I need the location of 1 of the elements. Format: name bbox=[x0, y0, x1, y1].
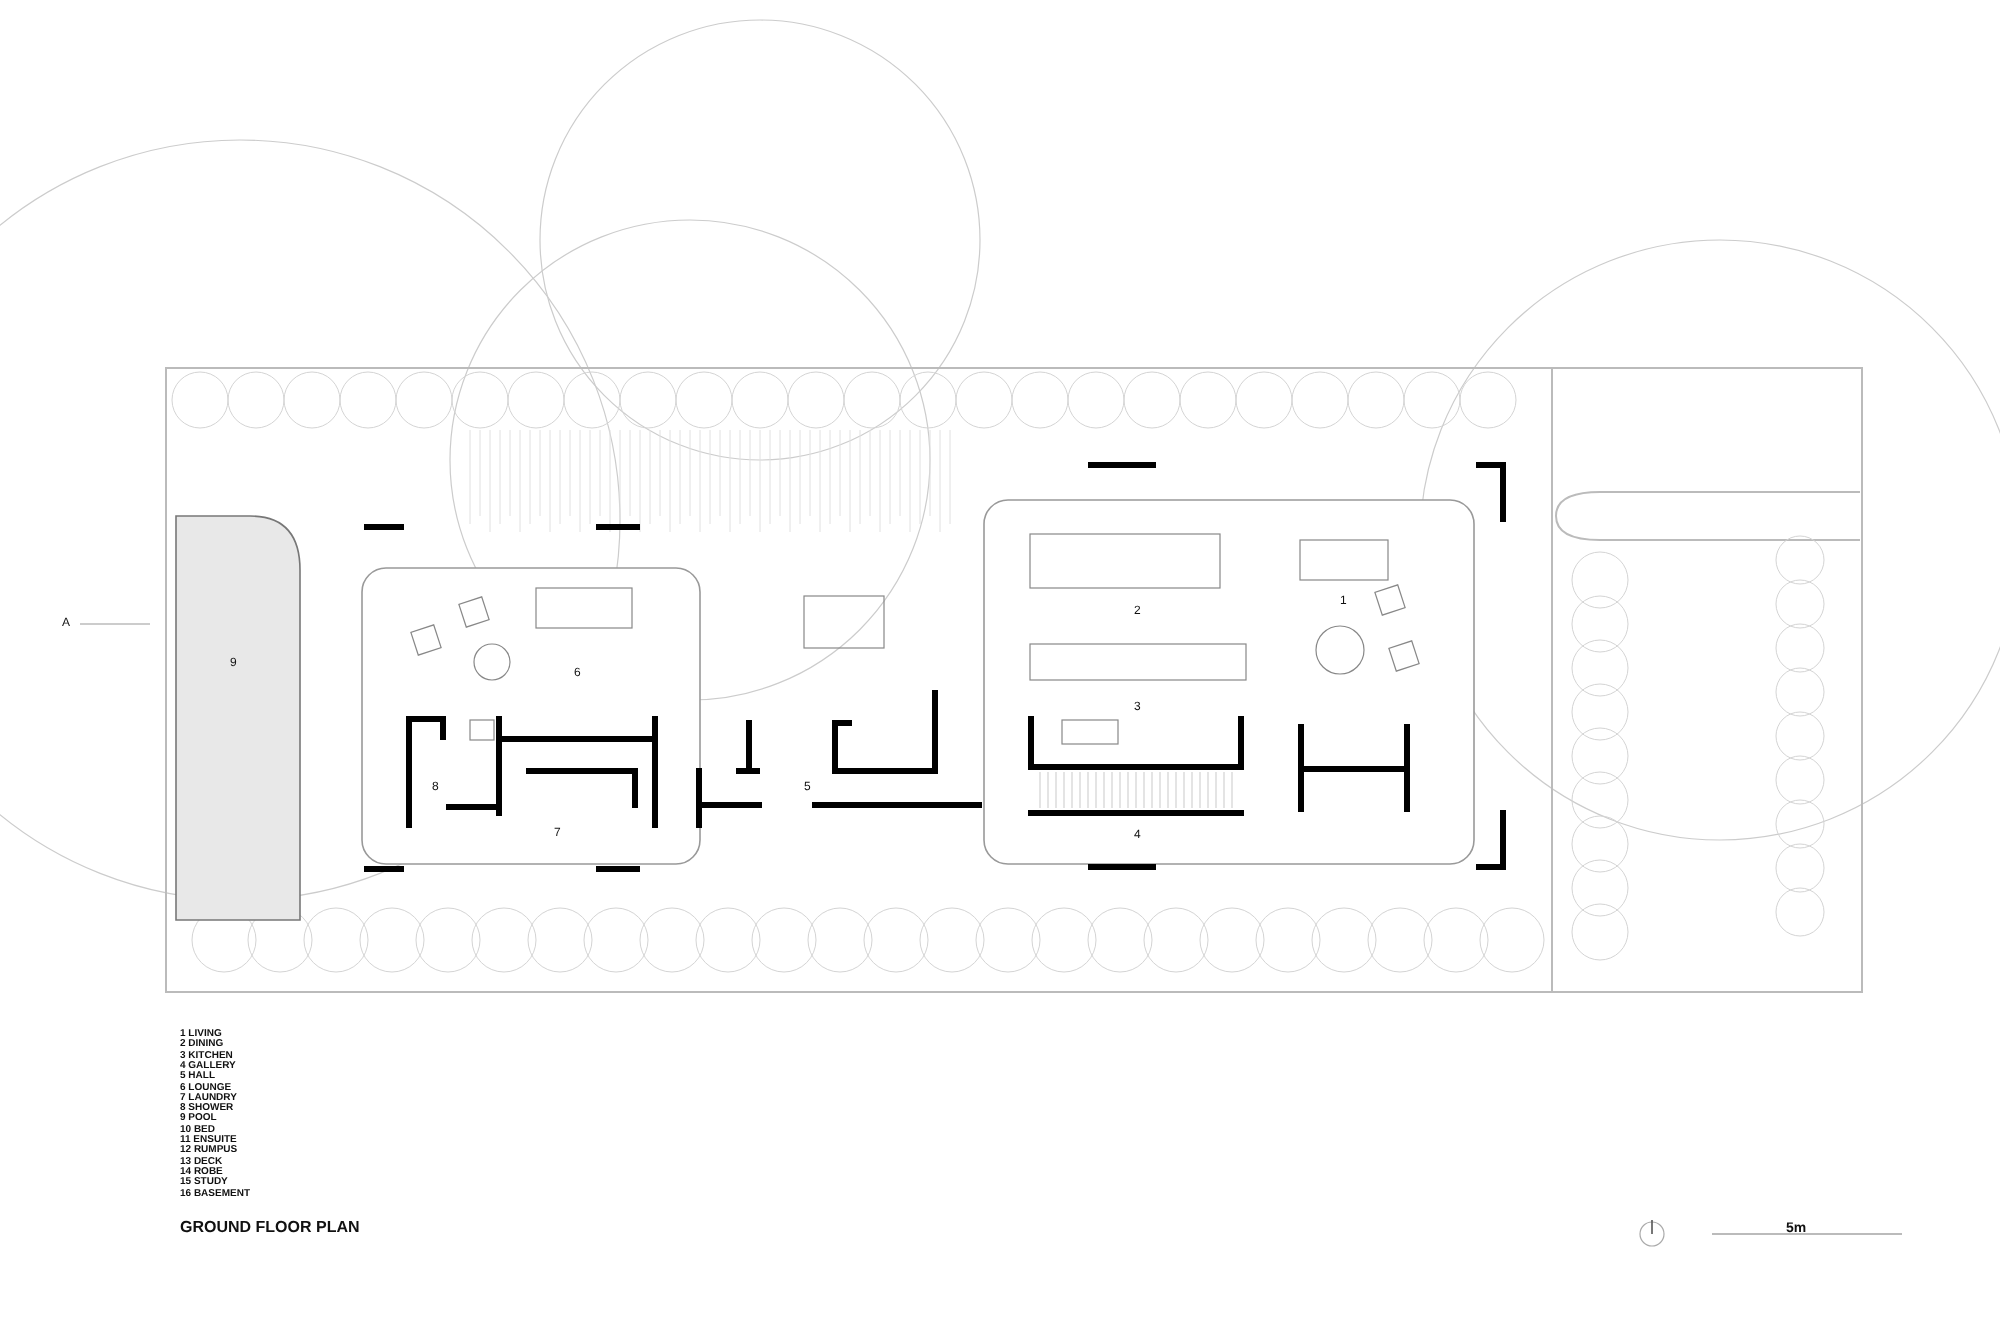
plan-title: GROUND FLOOR PLAN bbox=[180, 1220, 360, 1236]
